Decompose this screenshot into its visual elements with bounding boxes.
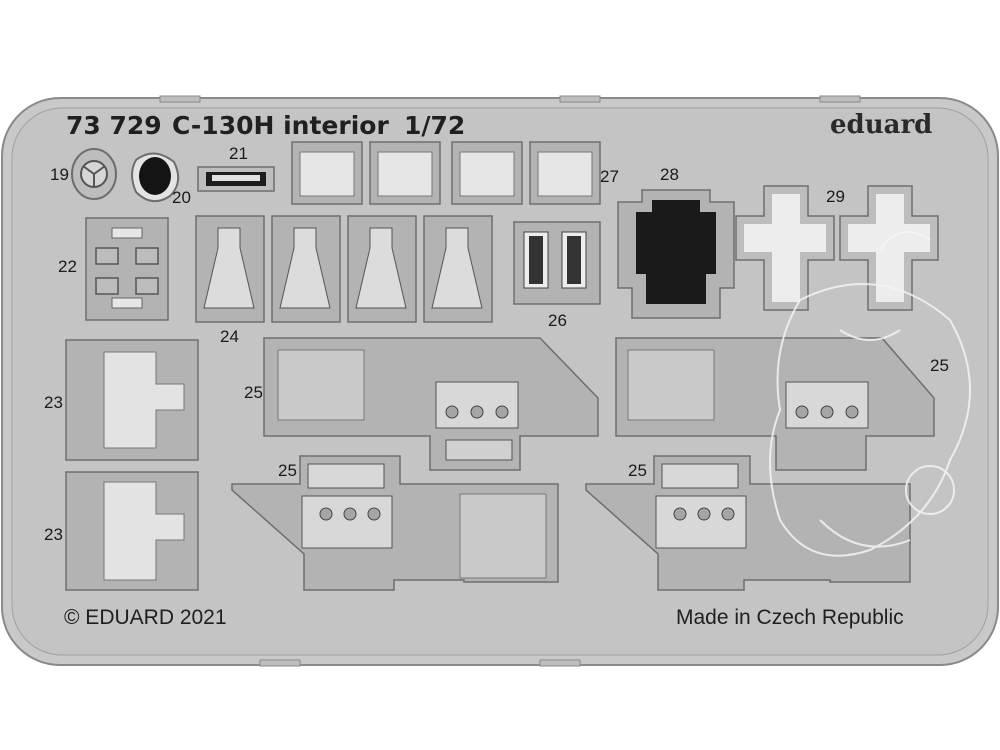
part-25-lower-right	[585, 455, 911, 591]
origin-text: Made in Czech Republic	[676, 606, 904, 629]
part-number-21: 21	[229, 144, 248, 163]
part-26-panels	[513, 221, 601, 305]
part-number-19: 19	[50, 165, 69, 184]
part-27-frames	[291, 141, 601, 205]
part-25-upper-right	[615, 337, 935, 471]
part-number-25-lower-left: 25	[278, 461, 297, 480]
part-22-bracket	[85, 217, 169, 321]
part-25-lower-left	[231, 455, 559, 591]
sheet-name: C-130H interior	[172, 111, 389, 140]
part-23-lower	[65, 471, 199, 591]
copyright-text: © EDUARD 2021	[64, 606, 227, 629]
part-number-27: 27	[600, 167, 619, 186]
part-25-upper-left	[263, 337, 599, 471]
part-number-20: 20	[172, 188, 191, 207]
part-number-26: 26	[548, 311, 567, 330]
part-number-23-lower: 23	[44, 525, 63, 544]
part-number-22: 22	[58, 257, 77, 276]
part-number-29: 29	[826, 187, 845, 206]
sheet-scale: 1/72	[404, 111, 466, 140]
part-number-24: 24	[220, 327, 239, 346]
watermark-mascot	[769, 231, 971, 557]
part-19-gauge	[71, 148, 117, 200]
part-number-25-upper-left: 25	[244, 383, 263, 402]
brand-logo: eduard	[830, 110, 933, 140]
part-21-strip	[197, 166, 275, 192]
part-29-crosses	[735, 185, 939, 311]
part-number-25-upper-right: 25	[930, 356, 949, 375]
sheet-code: 73 729	[66, 111, 162, 140]
part-number-23-upper: 23	[44, 393, 63, 412]
part-28-black-panel	[617, 189, 735, 319]
part-23-upper	[65, 339, 199, 461]
part-number-28: 28	[660, 165, 679, 184]
part-20-dark-disc	[131, 152, 180, 203]
part-24-seats	[195, 215, 493, 323]
part-number-25-lower-right: 25	[628, 461, 647, 480]
